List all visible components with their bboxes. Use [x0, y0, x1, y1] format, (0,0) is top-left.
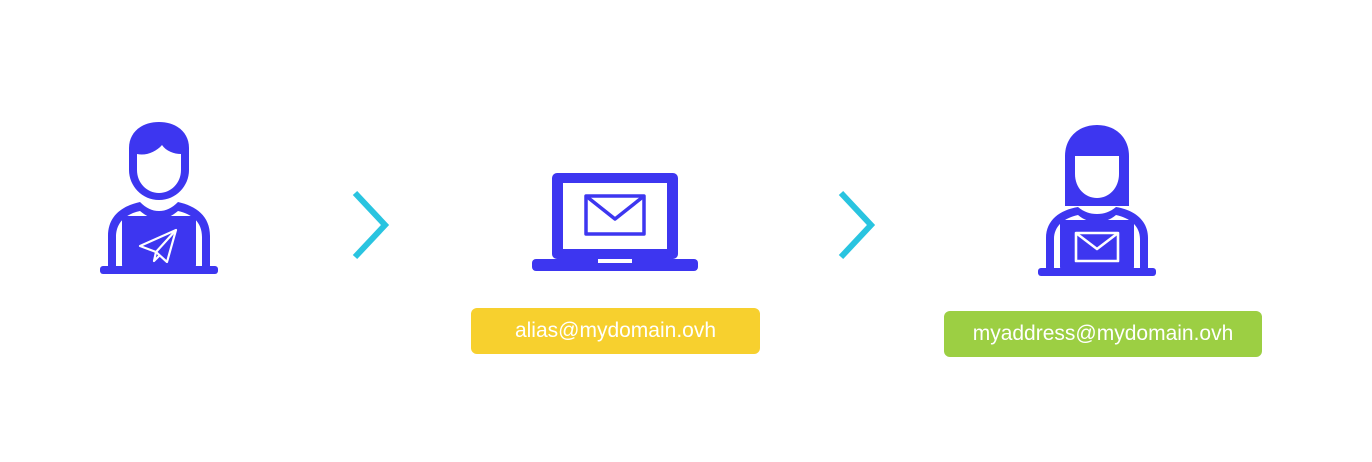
recipient-address-label: myaddress@mydomain.ovh — [972, 322, 1234, 345]
alias-address-badge: alias@mydomain.ovh — [471, 308, 760, 354]
recipient-address-badge: myaddress@mydomain.ovh — [944, 311, 1262, 357]
sender-person-laptop-icon — [96, 118, 222, 278]
chevron-right-icon — [350, 190, 392, 260]
alias-address-label: alias@mydomain.ovh — [514, 319, 717, 342]
laptop-envelope-icon — [530, 170, 700, 276]
recipient-person-laptop-icon — [1034, 122, 1160, 282]
chevron-right-icon — [836, 190, 878, 260]
